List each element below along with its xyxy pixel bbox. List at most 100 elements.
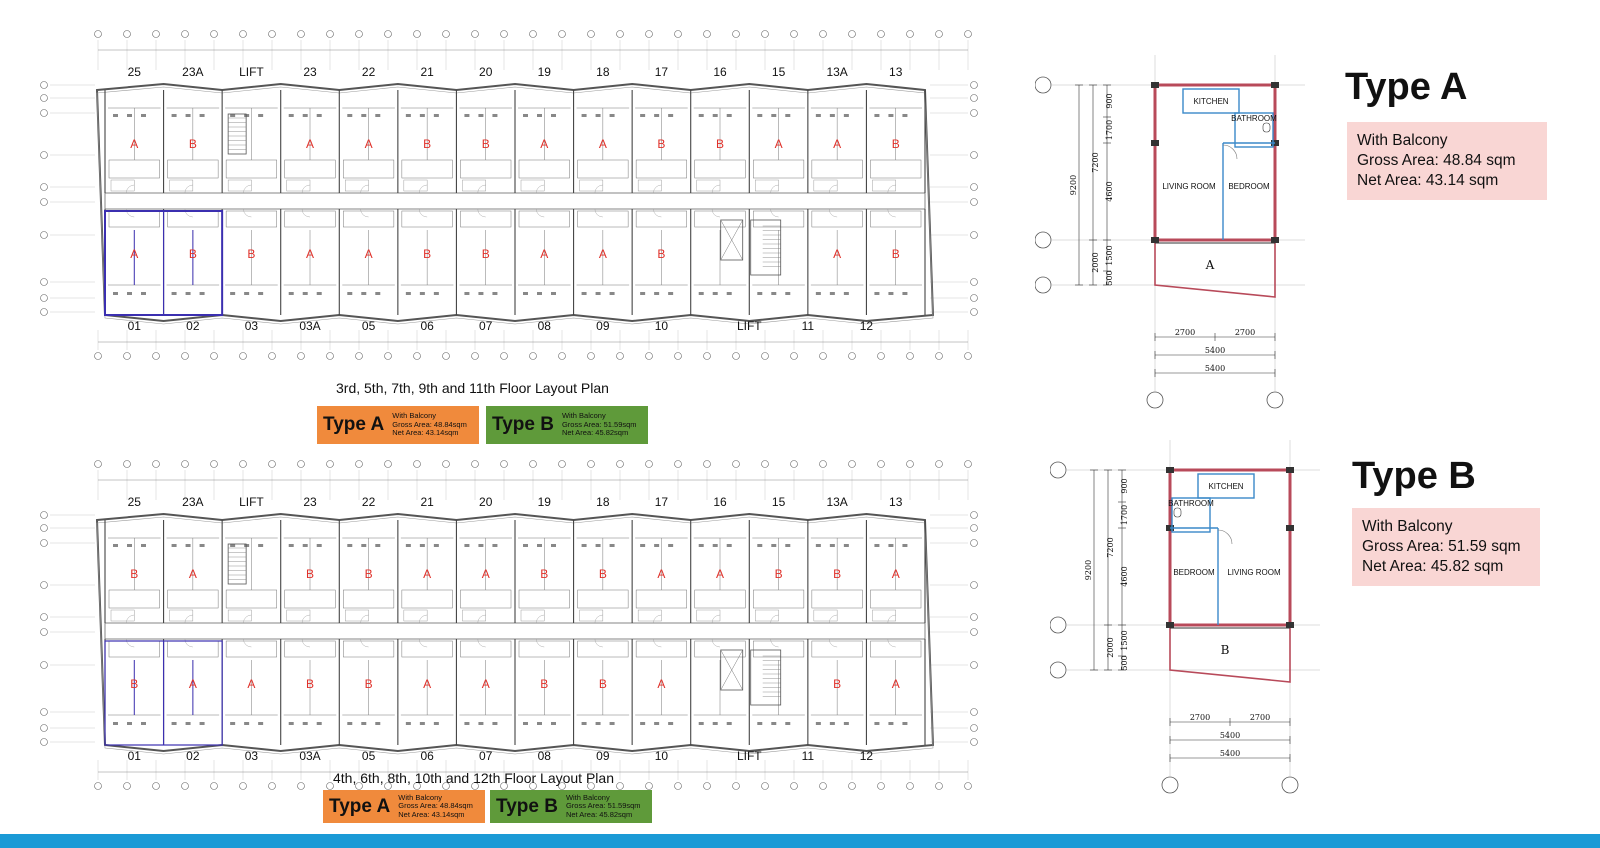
grid-bubble [384,352,392,360]
unit-number-label: 05 [362,319,376,333]
fixture [757,544,763,547]
dim-2000: 2000 [1091,252,1100,272]
fixture [199,114,205,117]
fixture [230,292,236,295]
fixture [888,722,894,725]
bath-block [696,609,721,622]
lift-core [720,649,744,691]
kitchen-block [225,640,277,658]
fixture [609,114,615,117]
unit-number-label: 22 [362,495,376,509]
legend-balcony: With Balcony [398,792,443,802]
kitchen-block [225,159,277,179]
dim-4600: 4600 [1120,566,1129,586]
fixture [581,722,587,725]
kitchen-block [284,210,336,228]
grid-bubble [645,30,653,38]
door-swing [126,638,135,648]
fixture [640,722,646,725]
unit-type-letter: B [482,137,490,151]
grid-bubble [297,30,305,38]
fixture [492,114,498,117]
kitchen-block [518,210,570,228]
fixture [419,722,425,725]
kitchen-block [284,159,336,179]
stair-core [227,113,247,155]
fixture [595,114,601,117]
fixture [302,722,308,725]
fixture [654,544,660,547]
bath-block [520,179,545,192]
grid-bubble [1050,661,1067,679]
fixture [815,544,821,547]
column [1166,622,1174,628]
grid-bubble [935,782,943,790]
unit-number-label: 20 [479,495,493,509]
fixture [433,544,439,547]
unit-number-label: 09 [596,319,610,333]
bathroom-outline [1234,112,1274,148]
unit-number-label: 21 [420,495,434,509]
fixture [874,114,880,117]
grid-bubble [123,782,131,790]
kitchen-block [753,640,805,658]
grid-bubble [355,352,363,360]
grid-bubble [268,782,276,790]
door-swing [653,184,662,194]
grid-bubble [210,352,218,360]
unit-type-letter: A [365,137,373,151]
unit-type-letter: B [423,137,431,151]
grid-bubble [970,724,978,732]
fixture [405,114,411,117]
bath-block [462,609,486,622]
grid-bubble [935,460,943,468]
fixture [668,722,674,725]
fixture [537,114,542,117]
legend-gross: Gross Area: 48.84sqm [392,419,467,429]
fixture [523,722,528,725]
grid-bubble [442,30,450,38]
fixture [433,722,439,725]
fixture [902,292,908,295]
unit-number-label: LIFT [737,749,762,763]
kitchen-block [460,640,512,658]
dim-5400: 5400 [1220,731,1240,740]
gross-area: Gross Area: 51.59 sqm [1362,538,1521,555]
dim-5400: 5400 [1205,346,1225,355]
grid-bubble [819,782,827,790]
dim-1500: 1500 [1120,630,1129,650]
unit-number-label: 11 [802,749,815,763]
grid-bubble [239,352,247,360]
unit-number-label: 10 [655,319,669,333]
fixture [726,292,732,295]
door-swing [184,184,193,194]
net-area: Net Area: 43.14 sqm [1357,172,1499,189]
grid-bubble [761,460,769,468]
kitchen-block [870,640,922,658]
grid-bubble [40,738,48,746]
unit-type-letter: A [423,677,431,691]
grid-bubble [906,782,914,790]
fixture [375,292,381,295]
grid-bubble [40,724,48,732]
unit-number-label: 25 [128,495,142,509]
grid-bubble [326,30,334,38]
fixture [874,722,880,725]
door-swing [828,638,838,648]
grid-bubble [239,30,247,38]
grid-bubble [268,352,276,360]
fixture [785,114,791,117]
kitchen-block [753,589,805,609]
unit-number-label: 06 [420,319,434,333]
corridor [104,622,926,640]
unit-type-letter: A [306,137,314,151]
fixture [888,544,894,547]
grid-bubble [442,782,450,790]
dim-5400: 5400 [1205,364,1225,373]
grid-bubble [906,30,914,38]
fixture [551,292,556,295]
